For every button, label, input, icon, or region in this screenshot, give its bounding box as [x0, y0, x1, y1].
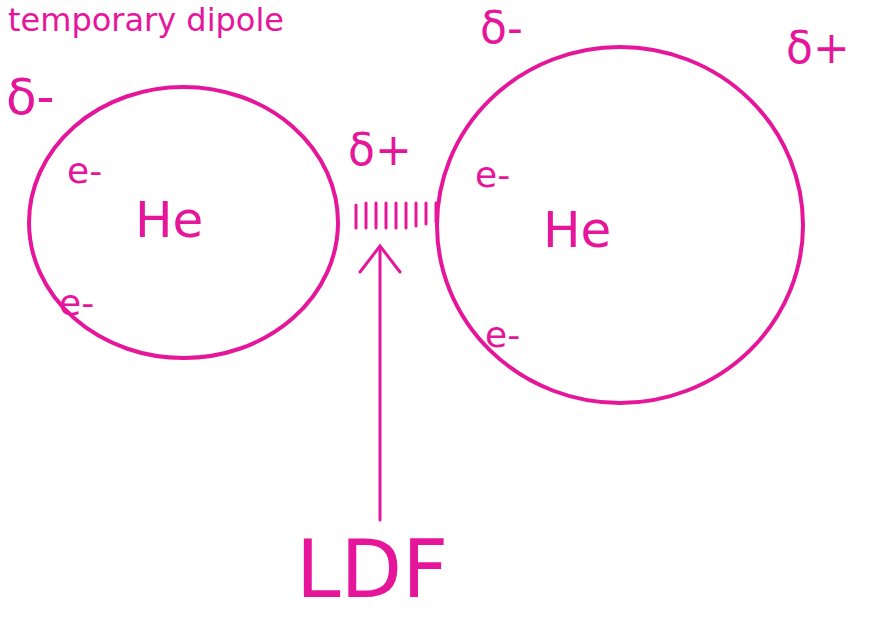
electron-label: e- [485, 317, 520, 353]
charge-label: δ+ [786, 26, 850, 70]
title-note: temporary dipole [8, 4, 284, 36]
atom-circle: He e-e- [435, 45, 805, 405]
element-symbol: He [543, 205, 611, 255]
charge-label: δ+ [348, 128, 412, 172]
atom-circle: He e-e- [27, 85, 340, 360]
electron-label: e- [67, 153, 102, 189]
charge-label: δ- [6, 72, 55, 122]
charge-label: δ- [480, 6, 523, 50]
electron-label: e- [475, 157, 510, 193]
electron-label: e- [59, 285, 94, 321]
force-label: LDF [296, 530, 448, 610]
element-symbol: He [135, 195, 203, 245]
